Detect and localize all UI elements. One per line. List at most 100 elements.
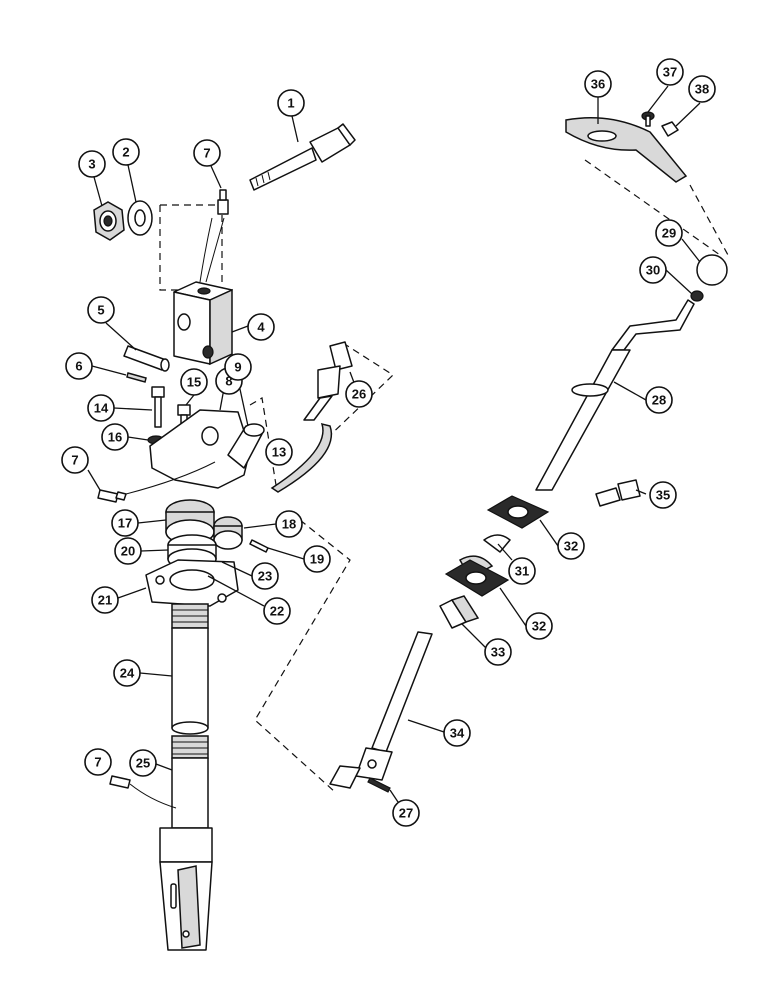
cotter-pin-27 xyxy=(367,777,391,793)
grease-fitting-top xyxy=(199,189,229,283)
svg-text:9: 9 xyxy=(234,360,241,375)
callout-22: 22 xyxy=(263,597,291,625)
roll-pin xyxy=(249,539,269,553)
svg-text:18: 18 xyxy=(282,517,296,532)
grease-fitting-bottom xyxy=(109,775,177,809)
callout-14: 14 xyxy=(87,394,115,422)
steering-housing xyxy=(149,409,265,489)
callout-3: 3 xyxy=(78,150,106,178)
svg-text:28: 28 xyxy=(652,393,666,408)
svg-text:32: 32 xyxy=(532,619,546,634)
callout-24: 24 xyxy=(113,659,141,687)
callout-6: 6 xyxy=(65,352,93,380)
svg-text:25: 25 xyxy=(136,756,150,771)
gear-small xyxy=(213,516,243,550)
callout-27: 27 xyxy=(392,799,420,827)
square-plate-upper xyxy=(486,495,550,529)
callout-5: 5 xyxy=(87,296,115,324)
callout-7-bottom: 7 xyxy=(84,748,112,776)
callout-25: 25 xyxy=(129,749,157,777)
gasket-strip xyxy=(270,422,333,493)
svg-text:14: 14 xyxy=(94,401,109,416)
square-plate-lower xyxy=(444,559,510,597)
bolt-14 xyxy=(151,386,165,428)
callout-32-lower: 32 xyxy=(525,612,553,640)
shift-lever xyxy=(535,299,695,491)
universal-joint-upper xyxy=(303,341,353,421)
callout-20: 20 xyxy=(114,537,142,565)
svg-text:5: 5 xyxy=(97,303,104,318)
svg-text:29: 29 xyxy=(662,226,676,241)
callout-34: 34 xyxy=(443,719,471,747)
svg-text:7: 7 xyxy=(94,755,101,770)
grease-fitting-left xyxy=(97,461,216,503)
callout-23: 23 xyxy=(251,562,279,590)
callout-7-top: 7 xyxy=(193,139,221,167)
svg-text:15: 15 xyxy=(187,375,201,390)
svg-text:33: 33 xyxy=(491,645,505,660)
svg-text:19: 19 xyxy=(310,552,324,567)
callout-28: 28 xyxy=(645,386,673,414)
column-tube-lower xyxy=(159,735,213,951)
svg-text:23: 23 xyxy=(258,569,272,584)
square-coupling xyxy=(439,595,480,629)
svg-text:7: 7 xyxy=(71,453,78,468)
svg-text:37: 37 xyxy=(663,65,677,80)
callout-36: 36 xyxy=(584,70,612,98)
callout-15: 15 xyxy=(180,368,208,396)
svg-text:17: 17 xyxy=(118,516,132,531)
svg-text:20: 20 xyxy=(121,544,135,559)
svg-text:31: 31 xyxy=(515,564,529,579)
callout-30: 30 xyxy=(639,256,667,284)
svg-text:22: 22 xyxy=(270,604,284,619)
callout-26: 26 xyxy=(345,380,373,408)
callout-38: 38 xyxy=(688,75,716,103)
callout-2: 2 xyxy=(112,138,140,166)
clevis-pin xyxy=(123,345,170,372)
callout-4: 4 xyxy=(247,313,275,341)
svg-text:24: 24 xyxy=(120,666,135,681)
callout-31: 31 xyxy=(508,557,536,585)
callout-13: 13 xyxy=(265,438,293,466)
callout-16: 16 xyxy=(101,423,129,451)
callout-17: 17 xyxy=(111,509,139,537)
hex-nut xyxy=(93,201,125,241)
clevis-block xyxy=(173,281,233,366)
svg-text:3: 3 xyxy=(88,157,95,172)
svg-text:38: 38 xyxy=(695,82,709,97)
callout-7-left: 7 xyxy=(61,446,89,474)
knob-nut xyxy=(690,290,704,302)
svg-text:36: 36 xyxy=(591,77,605,92)
callout-37: 37 xyxy=(656,58,684,86)
svg-text:21: 21 xyxy=(98,593,112,608)
assembly-dashed-lines xyxy=(159,159,729,793)
svg-text:30: 30 xyxy=(646,263,660,278)
bolt-35 xyxy=(595,479,641,507)
callout-21: 21 xyxy=(91,586,119,614)
callout-29: 29 xyxy=(655,219,683,247)
callout-9: 9 xyxy=(224,353,252,381)
svg-text:2: 2 xyxy=(122,145,129,160)
svg-text:27: 27 xyxy=(399,806,413,821)
svg-text:32: 32 xyxy=(564,539,578,554)
svg-text:34: 34 xyxy=(450,726,465,741)
washer xyxy=(127,200,153,236)
callout-1: 1 xyxy=(277,89,305,117)
screw-37 xyxy=(641,111,655,127)
callout-19: 19 xyxy=(303,545,331,573)
nut-38 xyxy=(661,121,679,137)
gear-large xyxy=(165,499,215,545)
callout-33: 33 xyxy=(484,638,512,666)
svg-text:6: 6 xyxy=(75,359,82,374)
svg-text:7: 7 xyxy=(203,146,210,161)
svg-text:1: 1 xyxy=(287,96,294,111)
cotter-pin-small xyxy=(126,372,147,383)
column-tube-upper xyxy=(171,603,209,735)
svg-text:35: 35 xyxy=(656,488,670,503)
pivot-pin xyxy=(249,123,356,191)
svg-text:8: 8 xyxy=(225,374,232,389)
callout-32-upper: 32 xyxy=(557,532,585,560)
lever-plate xyxy=(565,116,688,183)
base-flange xyxy=(145,559,239,607)
shift-knob xyxy=(696,254,728,286)
